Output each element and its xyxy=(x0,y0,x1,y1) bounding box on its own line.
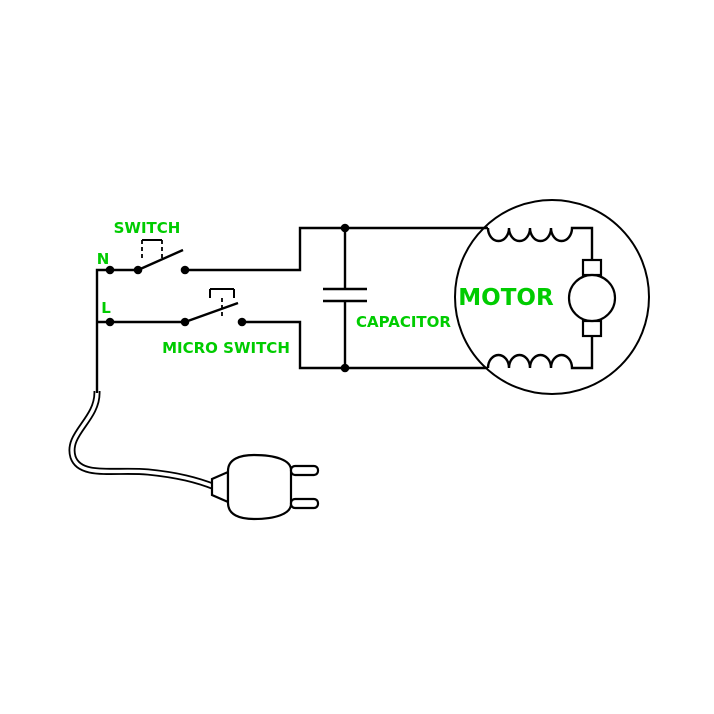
motor-brush-bottom xyxy=(581,319,603,338)
main-switch-symbol xyxy=(137,239,184,272)
motor-top-winding xyxy=(486,226,594,260)
micro-switch-label: MICRO SWITCH xyxy=(162,339,290,357)
junction-dot xyxy=(180,265,190,275)
micro-switch-symbol xyxy=(184,288,239,324)
junction-dot xyxy=(105,265,115,275)
plug-pin-top xyxy=(289,464,320,477)
capacitor-symbol xyxy=(323,228,367,368)
junction-dot xyxy=(180,317,190,327)
junction-dots xyxy=(105,223,350,373)
junction-dot xyxy=(133,265,143,275)
plug-cable-boot xyxy=(210,470,230,504)
micro-switch-blade xyxy=(184,301,239,324)
motor-rotor-circle xyxy=(567,273,617,323)
switch-label: SWITCH xyxy=(114,219,181,237)
mains-plug xyxy=(210,453,320,521)
switch-blade xyxy=(137,248,184,272)
motor-symbol xyxy=(454,199,650,395)
junction-dot xyxy=(340,363,350,373)
wire-bottom-rail xyxy=(242,320,488,370)
wires xyxy=(95,226,488,393)
neutral-terminal-label: N xyxy=(97,250,110,268)
power-cord-core xyxy=(70,391,216,489)
motor-housing-circle xyxy=(454,199,650,395)
capacitor-label: CAPACITOR xyxy=(356,313,451,331)
motor-bottom-winding xyxy=(486,336,594,370)
wire-neutral xyxy=(95,268,138,393)
live-terminal-label: L xyxy=(101,299,111,317)
motor-label: MOTOR xyxy=(458,285,554,311)
plug-body xyxy=(226,453,293,521)
power-cord xyxy=(68,391,217,491)
junction-dot xyxy=(105,317,115,327)
junction-dot xyxy=(340,223,350,233)
motor-brush-top xyxy=(581,258,603,277)
labels: SWITCH N L MICRO SWITCH CAPACITOR MOTOR xyxy=(97,219,554,357)
plug-pin-bottom xyxy=(289,497,320,510)
wire-top-rail xyxy=(185,226,488,272)
junction-dot xyxy=(237,317,247,327)
